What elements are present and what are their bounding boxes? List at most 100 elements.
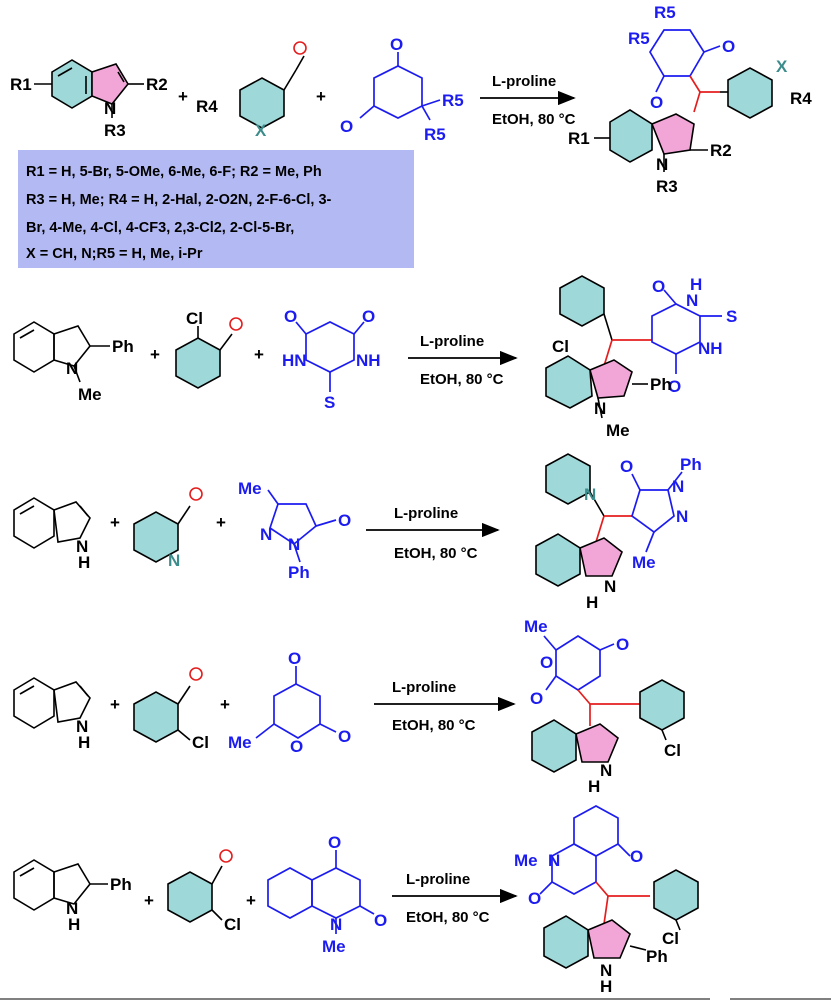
label-x: X	[255, 121, 267, 140]
indole-reactant: N H	[13, 677, 91, 752]
label-ph: Ph	[650, 375, 672, 394]
label-me: Me	[322, 937, 346, 956]
label-r1: R1	[10, 75, 32, 94]
label-cl: Cl	[552, 337, 569, 356]
catalyst-label: L-proline	[492, 73, 556, 90]
label-o: O	[616, 635, 629, 654]
plus-sign: +	[220, 695, 230, 714]
product-quinolinedione: Me N O O Cl Ph N H	[514, 805, 699, 996]
label-me: Me	[632, 553, 656, 572]
label-h: H	[78, 553, 90, 572]
plus-sign: +	[150, 345, 160, 364]
substituent-note: R1 = H, 5-Br, 5-OMe, 6-Me, 6-F; R2 = Me,…	[18, 150, 414, 268]
indole-reactant: N H	[13, 497, 91, 572]
label-r5: R5	[654, 3, 676, 22]
label-n: N	[594, 399, 606, 418]
label-n: N	[656, 155, 668, 174]
label-ph: Ph	[112, 337, 134, 356]
note-line: R1 = H, 5-Br, 5-OMe, 6-Me, 6-F; R2 = Me,…	[26, 164, 322, 180]
label-o: O	[338, 727, 351, 746]
label-r4: R4	[196, 97, 218, 116]
label-o: O	[338, 511, 351, 530]
label-r1: R1	[568, 129, 590, 148]
plus-sign: +	[110, 695, 120, 714]
catalyst-label: L-proline	[392, 679, 456, 696]
plus-sign: +	[246, 891, 256, 910]
conditions-label: EtOH, 80 °C	[492, 111, 576, 128]
label-n: N	[676, 507, 688, 526]
label-h: H	[588, 777, 600, 796]
label-nh: NH	[698, 339, 723, 358]
conditions-label: EtOH, 80 °C	[406, 909, 490, 926]
label-me: Me	[78, 385, 102, 404]
reaction-quinolinedione: Ph N H + Cl + O O N Me L-proline EtOH, 8…	[13, 805, 699, 996]
catalyst-label: L-proline	[406, 871, 470, 888]
quinolinedione-reactant: O O N Me	[267, 833, 387, 956]
product-thiobarbituric: Cl O H N S NH O Ph N Me	[545, 275, 737, 440]
note-line: X = CH, N;R5 = H, Me, i-Pr	[26, 246, 203, 262]
label-me: Me	[228, 733, 252, 752]
label-r5: R5	[442, 91, 464, 110]
label-h: H	[600, 977, 612, 996]
label-cl: Cl	[662, 929, 679, 948]
aldehyde-reactant: Cl	[167, 849, 241, 934]
catalyst-label: L-proline	[394, 505, 458, 522]
label-h: H	[68, 915, 80, 934]
label-n: N	[66, 899, 78, 918]
thiobarbituric-reactant: O O HN NH S	[282, 307, 381, 412]
note-line: Br, 4-Me, 4-Cl, 4-CF3, 2,3-Cl2, 2-Cl-5-B…	[26, 220, 294, 236]
catalyst-label: L-proline	[420, 333, 484, 350]
label-h: H	[78, 733, 90, 752]
plus-sign: +	[178, 87, 188, 106]
product-pyrazolone: N O N Ph N Me N H	[535, 453, 702, 612]
reaction-general: R1 R2 N R3 + R4 X + O O R5 R5	[10, 3, 812, 268]
label-cl: Cl	[664, 741, 681, 760]
label-r5: R5	[628, 29, 650, 48]
plus-sign: +	[144, 891, 154, 910]
indole-reactant: R1 R2 N R3	[10, 59, 168, 140]
label-o: O	[528, 889, 541, 908]
reaction-pyrazolone: N H + N + Me O N N Ph L-proline EtOH, 80…	[13, 453, 702, 612]
label-n: N	[104, 99, 116, 118]
label-o: O	[652, 277, 665, 296]
label-me: Me	[606, 421, 630, 440]
label-me: Me	[514, 851, 538, 870]
label-h: H	[586, 593, 598, 612]
label-r3: R3	[656, 177, 678, 196]
plus-sign: +	[216, 513, 226, 532]
label-r2: R2	[146, 75, 168, 94]
label-o: O	[722, 37, 735, 56]
label-o: O	[288, 649, 301, 668]
label-o: O	[340, 117, 353, 136]
label-cl: Cl	[224, 915, 241, 934]
product-pyranone: Me O O O Cl N H	[524, 617, 685, 796]
reaction-pyranone: N H + Cl + O Me O O L-proline EtOH, 80 °…	[13, 617, 685, 796]
indole-reactant: Ph N Me	[13, 321, 134, 404]
label-hn: HN	[282, 351, 307, 370]
label-o: O	[390, 35, 403, 54]
label-o: O	[620, 457, 633, 476]
label-o: O	[530, 689, 543, 708]
label-o: O	[650, 93, 663, 112]
label-cl: Cl	[192, 733, 209, 752]
label-cl: Cl	[186, 309, 203, 328]
label-o: O	[668, 377, 681, 396]
conditions-label: EtOH, 80 °C	[394, 545, 478, 562]
pyrazolone-reactant: Me O N N Ph	[238, 479, 351, 582]
label-n: N	[600, 761, 612, 780]
label-n: N	[168, 551, 180, 570]
conditions-label: EtOH, 80 °C	[420, 371, 504, 388]
label-n: N	[76, 537, 88, 556]
label-n: N	[288, 535, 300, 554]
label-o: O	[284, 307, 297, 326]
plus-sign: +	[254, 345, 264, 364]
label-ph: Ph	[680, 455, 702, 474]
pyranone-reactant: O Me O O	[228, 649, 351, 756]
label-n: N	[600, 961, 612, 980]
label-n: N	[330, 915, 342, 934]
label-ph: Ph	[288, 563, 310, 582]
label-r5: R5	[424, 125, 446, 144]
label-o: O	[290, 737, 303, 756]
note-line: R3 = H, Me; R4 = H, 2-Hal, 2-O2N, 2-F-6-…	[26, 192, 332, 208]
